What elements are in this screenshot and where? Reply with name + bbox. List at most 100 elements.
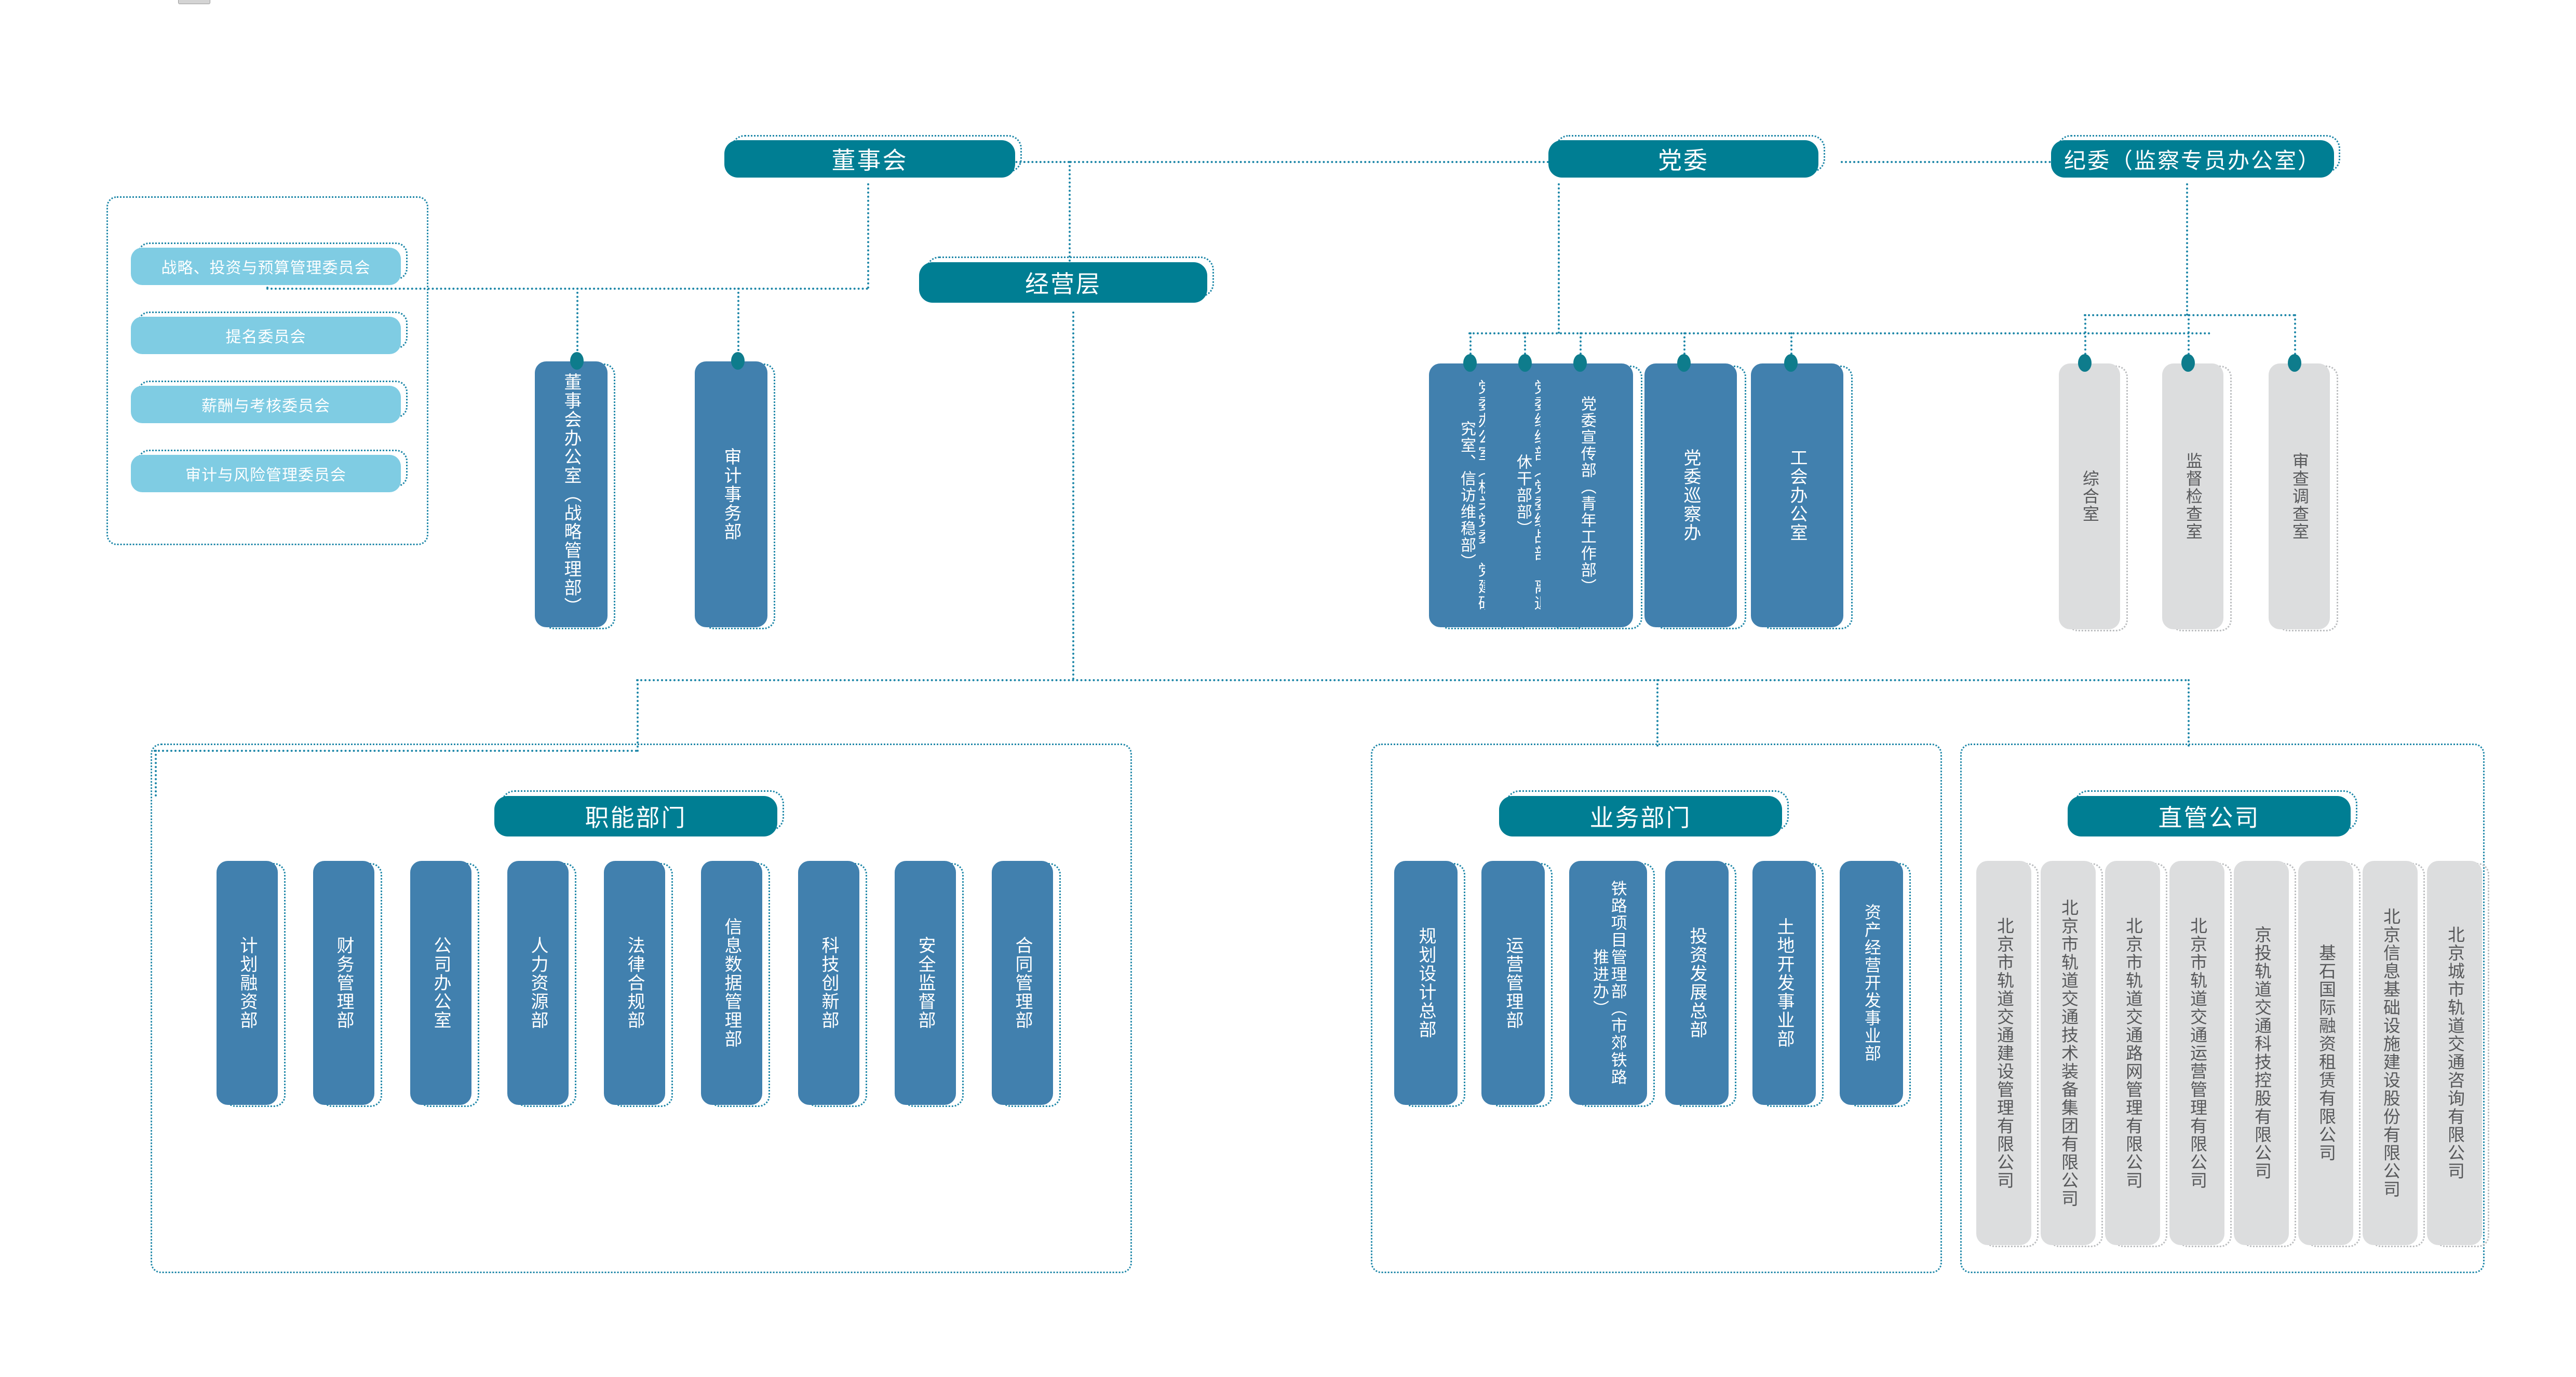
business-group-title-label: 业务部门	[1589, 804, 1692, 831]
companies-group-title[interactable]: 直管公司	[2068, 796, 2351, 836]
connector-discipline-1	[2084, 314, 2086, 363]
connector-functional-drop	[155, 750, 157, 797]
board-department-0[interactable]: 董事会办公室（战略管理部）	[535, 361, 608, 627]
business-department-5[interactable]: 资产经营开发事业部	[1840, 861, 1903, 1105]
party-department-label: 党委宣传部（青年工作部）	[1578, 396, 1596, 595]
connector-functional-bus	[154, 750, 638, 752]
party-department-4[interactable]: 工会办公室	[1751, 363, 1843, 627]
party-department-label: 党委巡察办	[1681, 449, 1701, 542]
party-dept-2-connector-dot	[1573, 354, 1587, 372]
connector-party-down	[1558, 183, 1560, 334]
board-department-label: 董事会办公室（战略管理部）	[561, 373, 582, 616]
functional-department-label: 科技创新部	[819, 936, 839, 1030]
business-department-4[interactable]: 土地开发事业部	[1752, 861, 1816, 1105]
discipline-dept-0-connector-dot	[2078, 354, 2092, 372]
business-department-label: 资产经营开发事业部	[1862, 903, 1881, 1062]
functional-department-3[interactable]: 人力资源部	[507, 861, 569, 1105]
business-department-3[interactable]: 投资发展总部	[1665, 861, 1729, 1105]
committee-item-2[interactable]: 薪酬与考核委员会	[131, 386, 401, 423]
business-group-container	[1371, 744, 1942, 1273]
business-department-label: 运营管理部	[1503, 936, 1523, 1030]
functional-group-container	[151, 744, 1132, 1273]
connector-board-to-office	[576, 288, 578, 355]
functional-department-4[interactable]: 法律合规部	[604, 861, 665, 1105]
company-3[interactable]: 北京市轨道交通运营管理有限公司	[2169, 861, 2224, 1245]
business-department-label: 规划设计总部	[1416, 927, 1436, 1039]
party-dept-3-connector-dot	[1677, 354, 1691, 372]
discipline-department-2[interactable]: 审查调查室	[2269, 363, 2330, 629]
connector-discipline-2	[2188, 314, 2190, 363]
party-department-3[interactable]: 党委巡察办	[1644, 363, 1737, 627]
business-group-title[interactable]: 业务部门	[1499, 796, 1782, 836]
discipline-department-1[interactable]: 监督检查室	[2162, 363, 2223, 629]
company-label: 北京城市轨道交通咨询有限公司	[2445, 926, 2465, 1180]
connector-board-bus	[266, 288, 869, 290]
party-dept-4-connector-dot	[1784, 354, 1798, 372]
functional-department-2[interactable]: 公司办公室	[410, 861, 471, 1105]
company-label: 基石国际融资租赁有限公司	[2316, 944, 2336, 1162]
party-department-2[interactable]: 党委宣传部（青年工作部）	[1541, 363, 1633, 627]
company-0[interactable]: 北京市轨道交通建设管理有限公司	[1976, 861, 2031, 1245]
functional-department-label: 财务管理部	[334, 936, 354, 1030]
connector-party-2	[1524, 332, 1526, 375]
company-label: 北京信息基础设施建设股份有限公司	[2381, 908, 2400, 1198]
board-committees-container	[106, 196, 428, 545]
functional-department-7[interactable]: 安全监督部	[895, 861, 956, 1105]
functional-department-label: 信息数据管理部	[722, 917, 742, 1048]
discipline-committee-node[interactable]: 纪委（监察专员办公室）	[2051, 140, 2334, 178]
party-department-label: 工会办公室	[1787, 449, 1808, 542]
connector-board-to-management-h	[1007, 161, 1070, 163]
functional-department-5[interactable]: 信息数据管理部	[701, 861, 762, 1105]
discipline-dept-1-connector-dot	[2181, 354, 2195, 372]
committee-item-1[interactable]: 提名委员会	[131, 317, 401, 354]
functional-department-label: 安全监督部	[915, 936, 936, 1030]
party-committee-node[interactable]: 党委	[1548, 140, 1818, 178]
functional-department-0[interactable]: 计划融资部	[217, 861, 278, 1105]
company-4[interactable]: 京投轨道交通科技控股有限公司	[2234, 861, 2289, 1245]
business-department-2[interactable]: 铁路项目管理部（市郊铁路推进办）	[1569, 861, 1647, 1105]
connector-party-4	[1683, 332, 1685, 375]
functional-department-label: 合同管理部	[1013, 936, 1033, 1030]
business-department-label: 铁路项目管理部（市郊铁路推进办）	[1590, 880, 1627, 1086]
discipline-department-label: 综合室	[2080, 470, 2099, 523]
connector-party-5	[1790, 332, 1792, 375]
functional-department-label: 公司办公室	[431, 936, 451, 1030]
company-label: 北京市轨道交通建设管理有限公司	[1994, 916, 2014, 1190]
company-label: 北京市轨道交通运营管理有限公司	[2188, 916, 2207, 1190]
functional-department-1[interactable]: 财务管理部	[313, 861, 374, 1105]
discipline-department-0[interactable]: 综合室	[2059, 363, 2120, 629]
connector-board-down	[867, 183, 869, 289]
connector-party-left	[1070, 161, 1558, 163]
business-department-label: 投资发展总部	[1687, 927, 1707, 1039]
business-department-0[interactable]: 规划设计总部	[1394, 861, 1458, 1105]
functional-department-8[interactable]: 合同管理部	[992, 861, 1053, 1105]
company-7[interactable]: 北京城市轨道交通咨询有限公司	[2427, 861, 2482, 1245]
functional-group-title[interactable]: 职能部门	[494, 796, 777, 836]
business-department-1[interactable]: 运营管理部	[1481, 861, 1545, 1105]
companies-group-title-label: 直管公司	[2158, 804, 2260, 831]
connector-party-bus	[1468, 332, 2211, 334]
functional-department-6[interactable]: 科技创新部	[798, 861, 859, 1105]
company-1[interactable]: 北京市轨道交通技术装备集团有限公司	[2041, 861, 2096, 1245]
management-node[interactable]: 经营层	[919, 262, 1207, 303]
company-2[interactable]: 北京市轨道交通路网管理有限公司	[2105, 861, 2160, 1245]
connector-discipline-down	[2186, 183, 2188, 316]
connector-board-to-management-v	[1069, 161, 1071, 270]
party-committee-label: 党委	[1658, 147, 1709, 174]
connector-management-trunk	[1072, 312, 1074, 680]
board-department-1[interactable]: 审计事务部	[695, 361, 767, 627]
management-label: 经营层	[1025, 271, 1101, 298]
functional-department-label: 计划融资部	[237, 936, 258, 1030]
board-dept-1-connector-dot	[731, 352, 745, 370]
company-label: 京投轨道交通科技控股有限公司	[2252, 926, 2272, 1180]
board-dept-0-connector-dot	[570, 352, 584, 370]
committee-item-0[interactable]: 战略、投资与预算管理委员会	[131, 248, 401, 285]
company-6[interactable]: 北京信息基础设施建设股份有限公司	[2363, 861, 2418, 1245]
connector-management-bus	[636, 679, 2189, 681]
company-5[interactable]: 基石国际融资租赁有限公司	[2298, 861, 2353, 1245]
board-node[interactable]: 董事会	[724, 140, 1015, 178]
discipline-department-label: 审查调查室	[2290, 452, 2309, 541]
connector-discipline-3	[2294, 314, 2296, 363]
connector-party-to-discipline	[1841, 161, 2051, 163]
committee-item-3[interactable]: 审计与风险管理委员会	[131, 455, 401, 492]
